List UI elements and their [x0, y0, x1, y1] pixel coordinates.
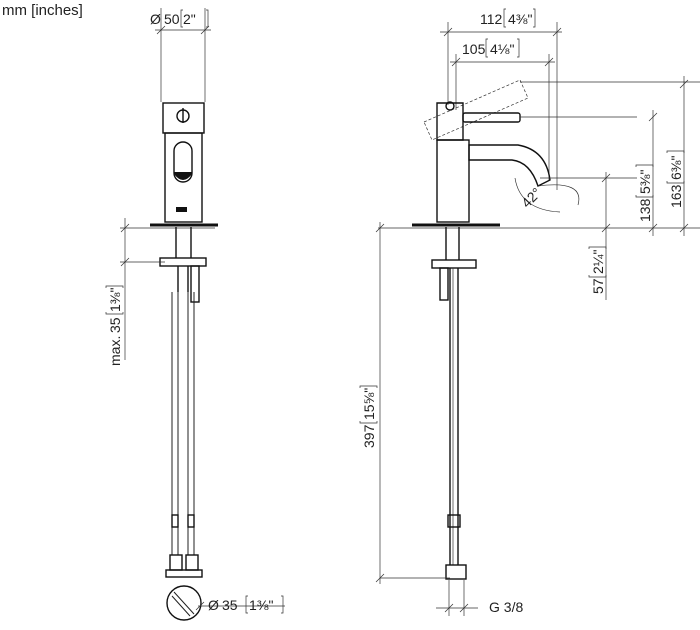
front-spout-outlet — [173, 141, 193, 183]
total-height-inch: 6⅜" — [668, 156, 684, 180]
side-hose-fitting — [445, 564, 467, 580]
hose-length-inch: 15⅝" — [361, 388, 377, 420]
projection-dimension-105: 105 4⅛" — [450, 38, 555, 180]
total-height-dimension: 163 6⅜" — [666, 76, 689, 236]
bottom-diameter-mm: 35 — [222, 597, 238, 613]
spout-clearance-dimension: 57 2¼" — [588, 172, 611, 300]
max-thickness-mm: 35 — [107, 317, 123, 333]
hose-length-dimension: 397 15⅝" — [359, 222, 385, 584]
front-threaded-rod — [190, 265, 200, 303]
side-body — [436, 139, 470, 223]
projection-112-mm: 112 — [480, 11, 503, 27]
front-hose-fitting-left — [169, 554, 183, 571]
total-height-mm: 163 — [668, 184, 684, 208]
spout-clearance-inch: 2¼" — [590, 250, 606, 274]
lever-open-position — [423, 79, 529, 141]
units-note: mm [inches] — [2, 2, 83, 19]
spout-height-dimension: 138 5⅜" — [635, 110, 658, 236]
front-aerator — [174, 172, 192, 180]
spout-clearance-mm: 57 — [590, 278, 606, 294]
thread-label: G 3/8 — [489, 599, 523, 615]
front-view: Ø 50 2" — [105, 8, 285, 621]
side-threaded-rod — [439, 267, 449, 301]
max-thickness-inch: 1⅜" — [107, 288, 123, 312]
projection-105-mm: 105 — [462, 41, 486, 57]
projection-dimension-112: 112 4⅜" — [440, 8, 562, 190]
spout-height-mm: 138 — [637, 198, 653, 222]
projection-105-inch: 4⅛" — [490, 41, 514, 57]
top-diameter-dimension: Ø 50 2" — [150, 8, 211, 102]
top-diameter-mm: 50 — [164, 11, 180, 27]
front-bottom-circle — [166, 585, 202, 621]
spout-height-inch: 5⅜" — [637, 170, 653, 194]
thread-dimension: G 3/8 — [436, 580, 523, 616]
bottom-diameter-inch: 1⅜" — [249, 597, 273, 613]
spout-angle: 42° — [518, 184, 544, 210]
front-mounting-nut — [159, 257, 207, 267]
side-lever — [462, 112, 521, 123]
top-diameter-symbol: Ø — [150, 11, 161, 27]
side-view: 112 4⅜" 105 4⅛" 42° — [359, 8, 700, 616]
bottom-diameter-dimension: Ø 35 1⅜" — [195, 595, 285, 614]
side-mounting-nut — [431, 259, 477, 269]
top-diameter-inch: 2" — [183, 11, 196, 27]
side-handle-head — [436, 102, 464, 141]
front-hose-nut — [165, 569, 203, 578]
side-spout — [468, 144, 551, 187]
front-logo-mark — [176, 207, 187, 212]
bottom-diameter-symbol: Ø — [208, 597, 219, 613]
max-thickness-prefix: max. — [107, 336, 123, 366]
max-thickness-dimension: max. 35 1⅜" — [105, 218, 130, 366]
front-body — [164, 132, 203, 223]
hose-length-mm: 397 — [361, 424, 377, 448]
projection-112-inch: 4⅜" — [508, 11, 532, 27]
front-hose-fitting-right — [185, 554, 199, 571]
